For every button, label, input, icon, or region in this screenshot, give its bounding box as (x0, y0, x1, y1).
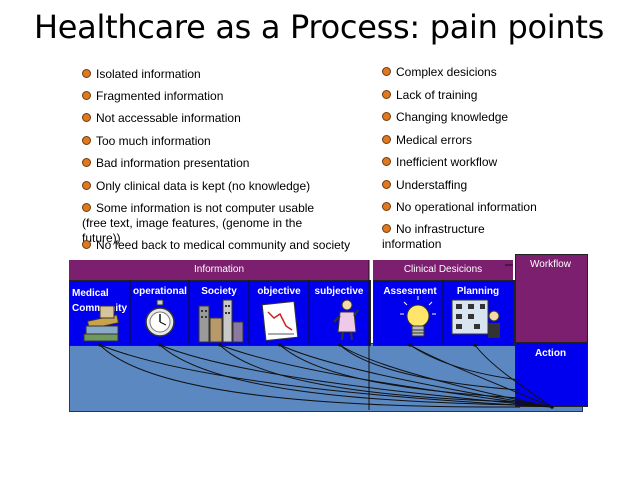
left-point-3: Not accessable information (82, 111, 372, 126)
person-icon (333, 299, 359, 341)
left-point-6: Only clinical data is kept (no knowledge… (82, 179, 372, 194)
bullet-icon (82, 158, 91, 167)
cell-planning: Planning (456, 286, 500, 297)
lightbulb-icon (400, 296, 436, 337)
bullet-icon (382, 224, 391, 233)
left-point-4: Too much information (82, 134, 372, 149)
clinical-header-label: Clinical Desicions (403, 264, 483, 275)
right-point-2: Lack of training (382, 88, 582, 103)
bullet-icon (82, 113, 91, 122)
right-point-7: No operational information (382, 200, 582, 215)
chart-icon (261, 300, 299, 342)
cell-operational: operational (133, 286, 187, 297)
bullet-icon (382, 135, 391, 144)
workflow-label: Workflow (530, 259, 571, 270)
bullet-icon (82, 240, 91, 249)
left-point-5: Bad information presentation (82, 156, 372, 171)
information-header (69, 260, 369, 280)
workflow-box (515, 254, 588, 344)
bullet-icon (382, 67, 391, 76)
bullet-icon (382, 90, 391, 99)
process-base-band (69, 343, 583, 412)
cell-objective: objective (257, 286, 301, 297)
left-point-7: Some information is not computer usable … (82, 201, 315, 245)
bullet-icon (382, 180, 391, 189)
bullet-icon (82, 91, 91, 100)
bullet-icon (82, 203, 91, 212)
bullet-icon (82, 181, 91, 190)
left-point-8: No feed back to medical community and so… (82, 238, 372, 253)
cell-society: Society (201, 286, 237, 297)
right-point-1: Complex desicions (382, 65, 582, 80)
buildings-icon (198, 299, 244, 343)
bullet-icon (382, 157, 391, 166)
stopwatch-icon (145, 299, 175, 337)
planning-chart-icon (451, 299, 500, 338)
left-point-1: Isolated information (82, 67, 372, 82)
right-point-8: No infrastructure information (382, 222, 485, 251)
cell-subjective: subjective (314, 286, 364, 297)
bullet-icon (82, 136, 91, 145)
cell-assesment: Assesment (383, 286, 437, 297)
right-point-4: Medical errors (382, 133, 582, 148)
page-title: Healthcare as a Process: pain points (34, 8, 604, 46)
bullet-icon (82, 69, 91, 78)
information-header-label: Information (193, 264, 245, 275)
left-point-2: Fragmented information (82, 89, 372, 104)
books-icon (83, 305, 120, 342)
right-point-3: Changing knowledge (382, 110, 582, 125)
action-label: Action (534, 348, 567, 359)
clinical-header (373, 260, 513, 280)
bullet-icon (382, 202, 391, 211)
right-point-6: Understaffing (382, 178, 582, 193)
bullet-icon (382, 112, 391, 121)
right-point-5: Inefficient workflow (382, 155, 582, 170)
